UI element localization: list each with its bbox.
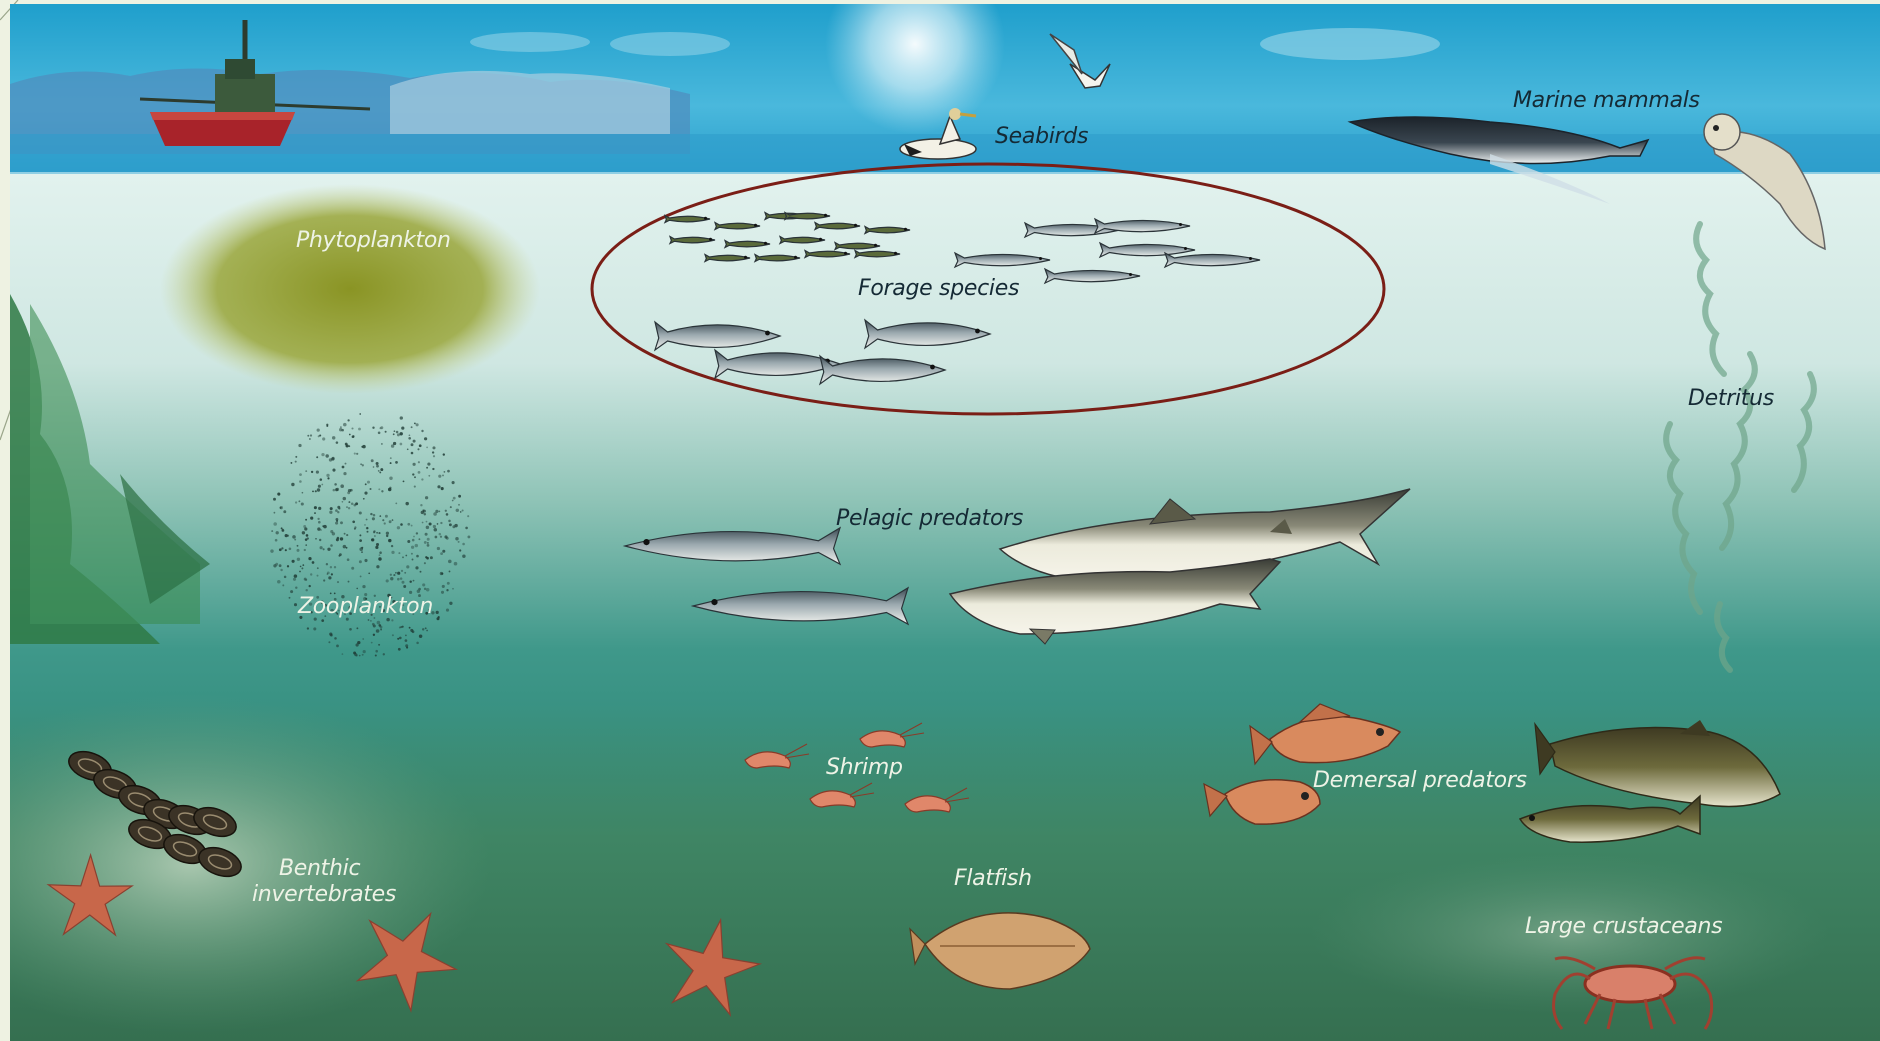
label-benthic-line1: Benthic — [279, 856, 360, 881]
label-shrimp: Shrimp — [826, 755, 903, 780]
label-detritus: Detritus — [1688, 386, 1774, 411]
label-flatfish: Flatfish — [954, 866, 1032, 891]
label-marine-mammals: Marine mammals — [1513, 88, 1700, 113]
label-forage-species: Forage species — [858, 276, 1019, 301]
label-zooplankton: Zooplankton — [298, 594, 433, 619]
label-seabirds: Seabirds — [995, 124, 1088, 149]
cloud — [1260, 28, 1440, 60]
distant-clouds — [390, 71, 670, 134]
label-phytoplankton: Phytoplankton — [296, 228, 451, 253]
cloud — [610, 32, 730, 56]
marine-food-web-illustration: Seabirds Marine mammals Phytoplankton Fo… — [10, 4, 1880, 1041]
label-pelagic-predators: Pelagic predators — [836, 506, 1023, 531]
label-large-crustaceans: Large crustaceans — [1525, 914, 1722, 939]
cloud — [470, 32, 590, 52]
label-benthic-line2: invertebrates — [252, 882, 396, 907]
phytoplankton-cloud — [160, 184, 540, 394]
label-demersal-predators: Demersal predators — [1313, 768, 1527, 793]
